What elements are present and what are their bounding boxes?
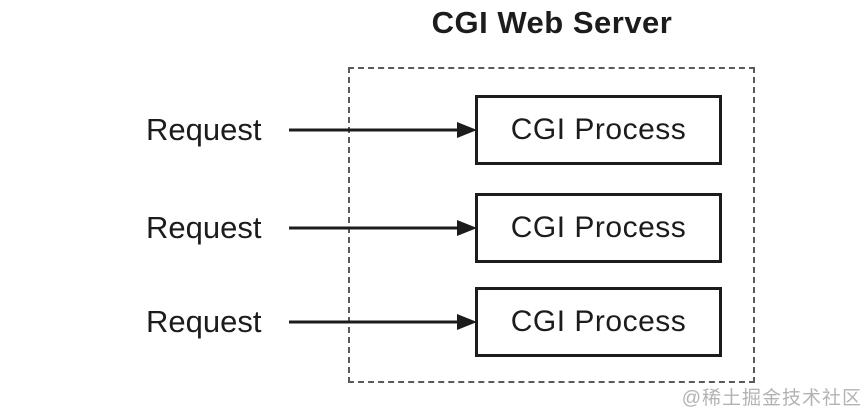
request-row: Request CGI Process [0, 95, 865, 165]
request-row: Request CGI Process [0, 193, 865, 263]
request-label: Request [146, 304, 262, 339]
cgi-process-box: CGI Process [475, 193, 722, 263]
arrow-line [289, 226, 459, 230]
arrow-head [457, 122, 477, 138]
arrow-line [289, 320, 459, 324]
cgi-web-server-boundary [348, 67, 755, 383]
request-row: Request CGI Process [0, 287, 865, 357]
arrow-head [457, 314, 477, 330]
watermark: @稀土掘金技术社区 [681, 388, 862, 409]
diagram-title: CGI Web Server [431, 5, 673, 40]
right-arrow-icon [289, 122, 477, 138]
arrow-head [457, 220, 477, 236]
request-label: Request [146, 112, 262, 147]
request-label: Request [146, 210, 262, 245]
cgi-process-box: CGI Process [475, 287, 722, 357]
right-arrow-icon [289, 314, 477, 330]
cgi-process-box: CGI Process [475, 95, 722, 165]
right-arrow-icon [289, 220, 477, 236]
arrow-line [289, 128, 459, 132]
